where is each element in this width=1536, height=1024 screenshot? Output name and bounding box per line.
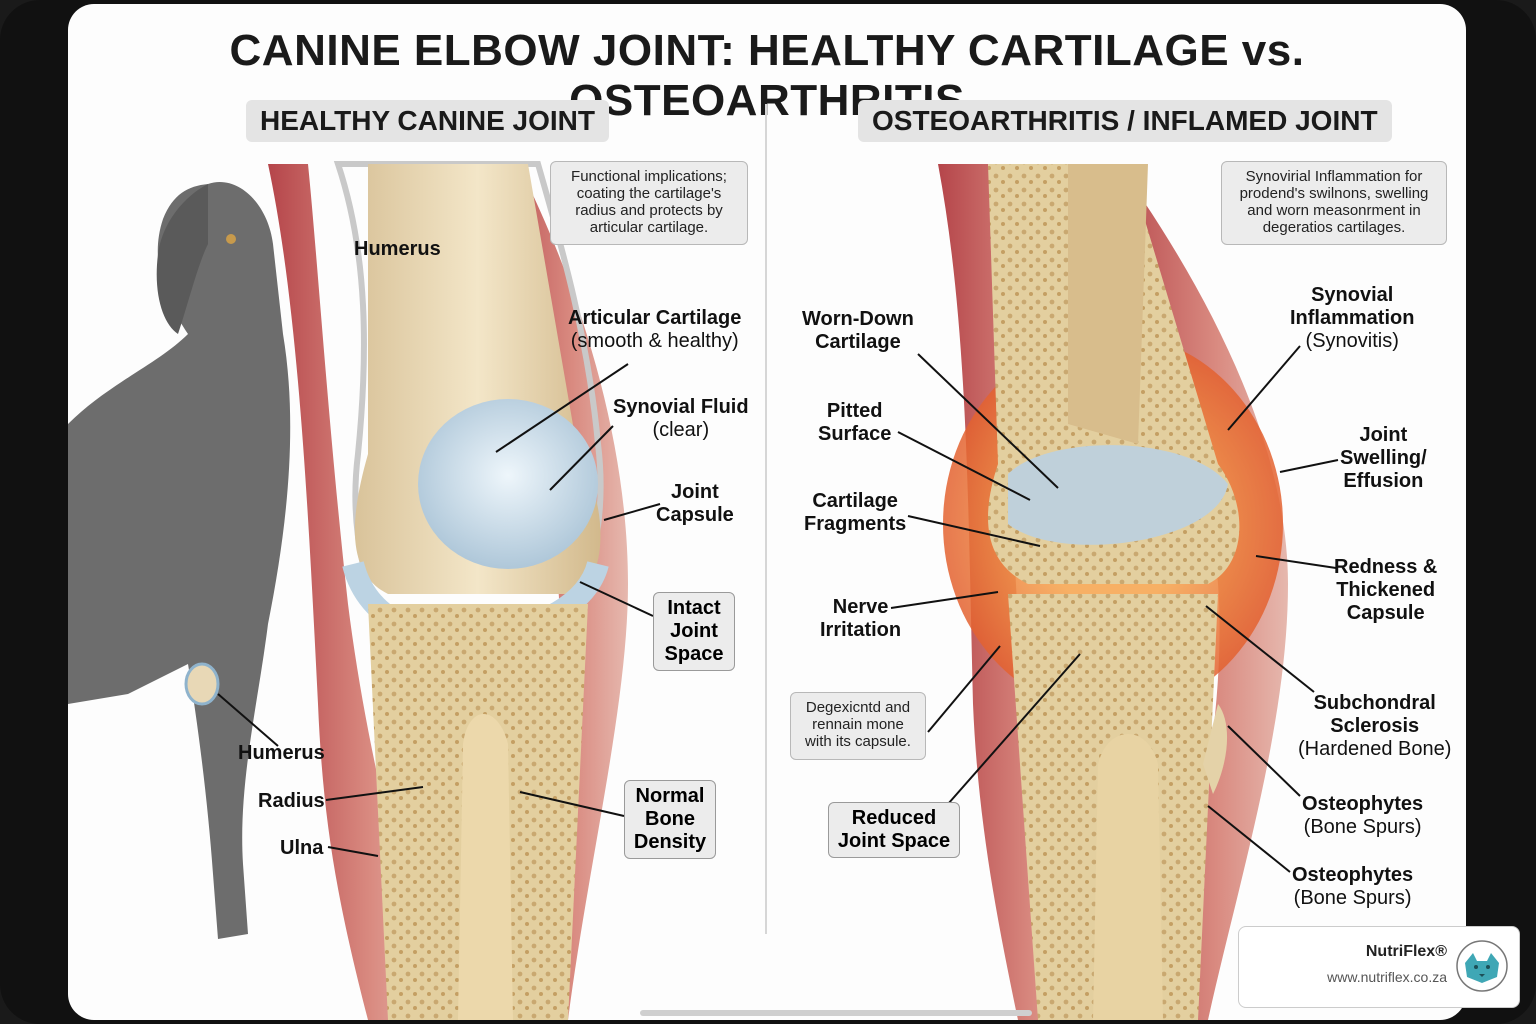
label-osteophytes-2: Osteophytes(Bone Spurs) xyxy=(1292,864,1414,909)
brand-badge[interactable]: NutriFlex® www.nutriflex.co.za xyxy=(1238,926,1520,1008)
label-synovial-fluid: Synovial Fluid(clear) xyxy=(613,396,749,441)
healthy-note: Functional implications; coating the car… xyxy=(550,161,748,245)
label-articular-cartilage: Articular Cartilage(smooth & healthy) xyxy=(568,307,742,352)
home-indicator[interactable] xyxy=(640,1010,1032,1016)
inflamed-joint-art xyxy=(938,164,1288,1020)
illustration xyxy=(68,161,1339,1020)
healthy-joint-art xyxy=(268,161,628,1020)
dog-face-icon xyxy=(1456,940,1508,992)
brand-url[interactable]: www.nutriflex.co.za xyxy=(1327,969,1447,985)
panel-divider xyxy=(765,104,767,934)
degeneration-note: Degexicntd and rennain mone with its cap… xyxy=(790,692,926,760)
inflamed-note: Synovirial Inflammation for prodend's sw… xyxy=(1221,161,1447,245)
diagram-screen: CANINE ELBOW JOINT: HEALTHY CARTILAGE vs… xyxy=(68,4,1466,1020)
label-osteophytes-1: Osteophytes(Bone Spurs) xyxy=(1302,793,1424,838)
brand-name: NutriFlex® xyxy=(1365,943,1447,960)
inflamed-panel-heading: OSTEOARTHRITIS / INFLAMED JOINT xyxy=(858,100,1392,142)
leader-lines xyxy=(217,345,1339,873)
dog-silhouette xyxy=(68,182,291,939)
healthy-panel-heading: HEALTHY CANINE JOINT xyxy=(246,100,609,142)
label-dog-ulna: Ulna xyxy=(280,837,324,859)
label-dog-humerus: Humerus xyxy=(238,742,325,764)
label-dog-radius: Radius xyxy=(258,790,325,812)
label-humerus: Humerus xyxy=(354,238,441,260)
